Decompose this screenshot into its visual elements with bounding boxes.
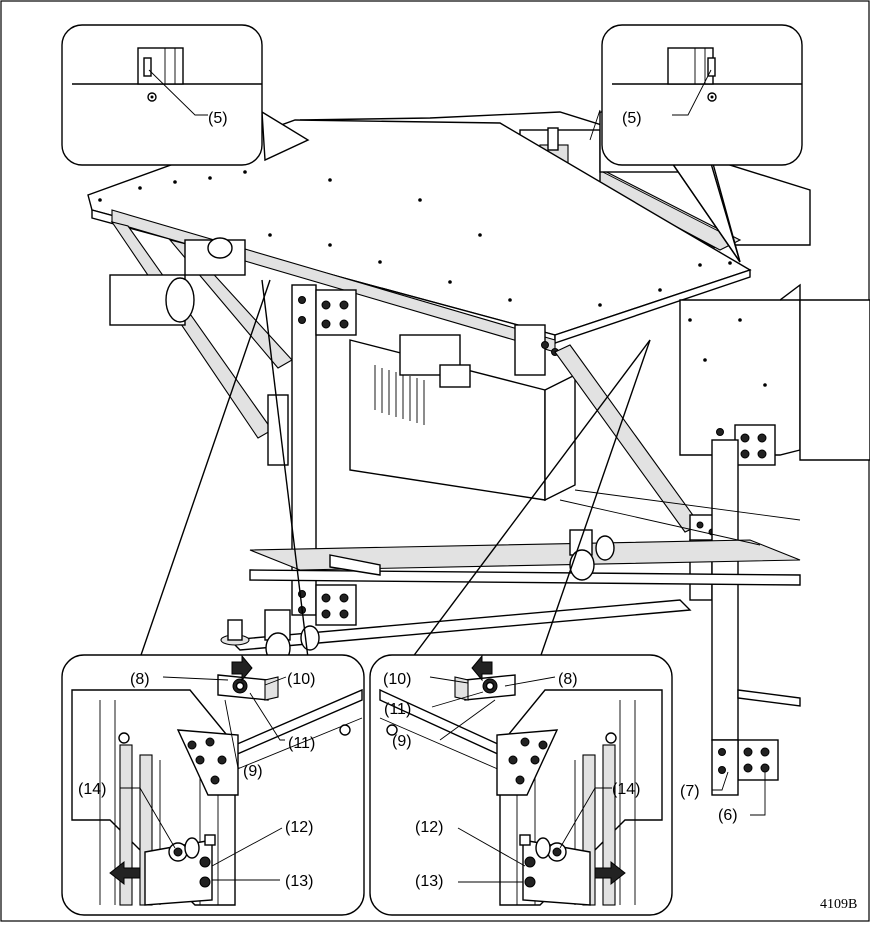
figure-code: 4109B: [820, 897, 857, 912]
control-box: [349, 324, 576, 502]
direction-arrow-down-right: [231, 654, 253, 682]
direction-arrow-down-left: [471, 654, 493, 682]
callout-6: (6): [718, 807, 738, 824]
right-side-panel: [679, 283, 870, 466]
callout-9-right: (9): [392, 733, 412, 750]
callout-10-right: (10): [383, 671, 411, 688]
callout-5-right: (5): [622, 110, 642, 127]
direction-arrow-left: [109, 860, 141, 886]
callout-12-left: (12): [285, 819, 313, 836]
callout-11-right: (11): [384, 701, 411, 718]
table-holes: [98, 138, 732, 307]
callout-13-right: (13): [415, 873, 443, 890]
callout-14-left: (14): [78, 781, 106, 798]
callout-10-left: (10): [287, 671, 315, 688]
inset-top-right: [601, 24, 803, 263]
callout-11-left: (11): [288, 735, 315, 752]
front-right-leg: [711, 439, 801, 796]
inset-top-left: [61, 24, 310, 166]
callout-9-left: (9): [243, 763, 263, 780]
inset-bottom-right: [369, 339, 673, 916]
direction-arrow-right: [594, 860, 626, 886]
callout-5-left: (5): [208, 110, 228, 127]
inset-bottom-left: [61, 279, 365, 916]
callout-14-right: (14): [612, 781, 640, 798]
callout-7: (7): [680, 783, 700, 800]
callout-12-right: (12): [415, 819, 443, 836]
callout-8-left: (8): [130, 671, 150, 688]
callout-8-right: (8): [558, 671, 578, 688]
callout-13-left: (13): [285, 873, 313, 890]
